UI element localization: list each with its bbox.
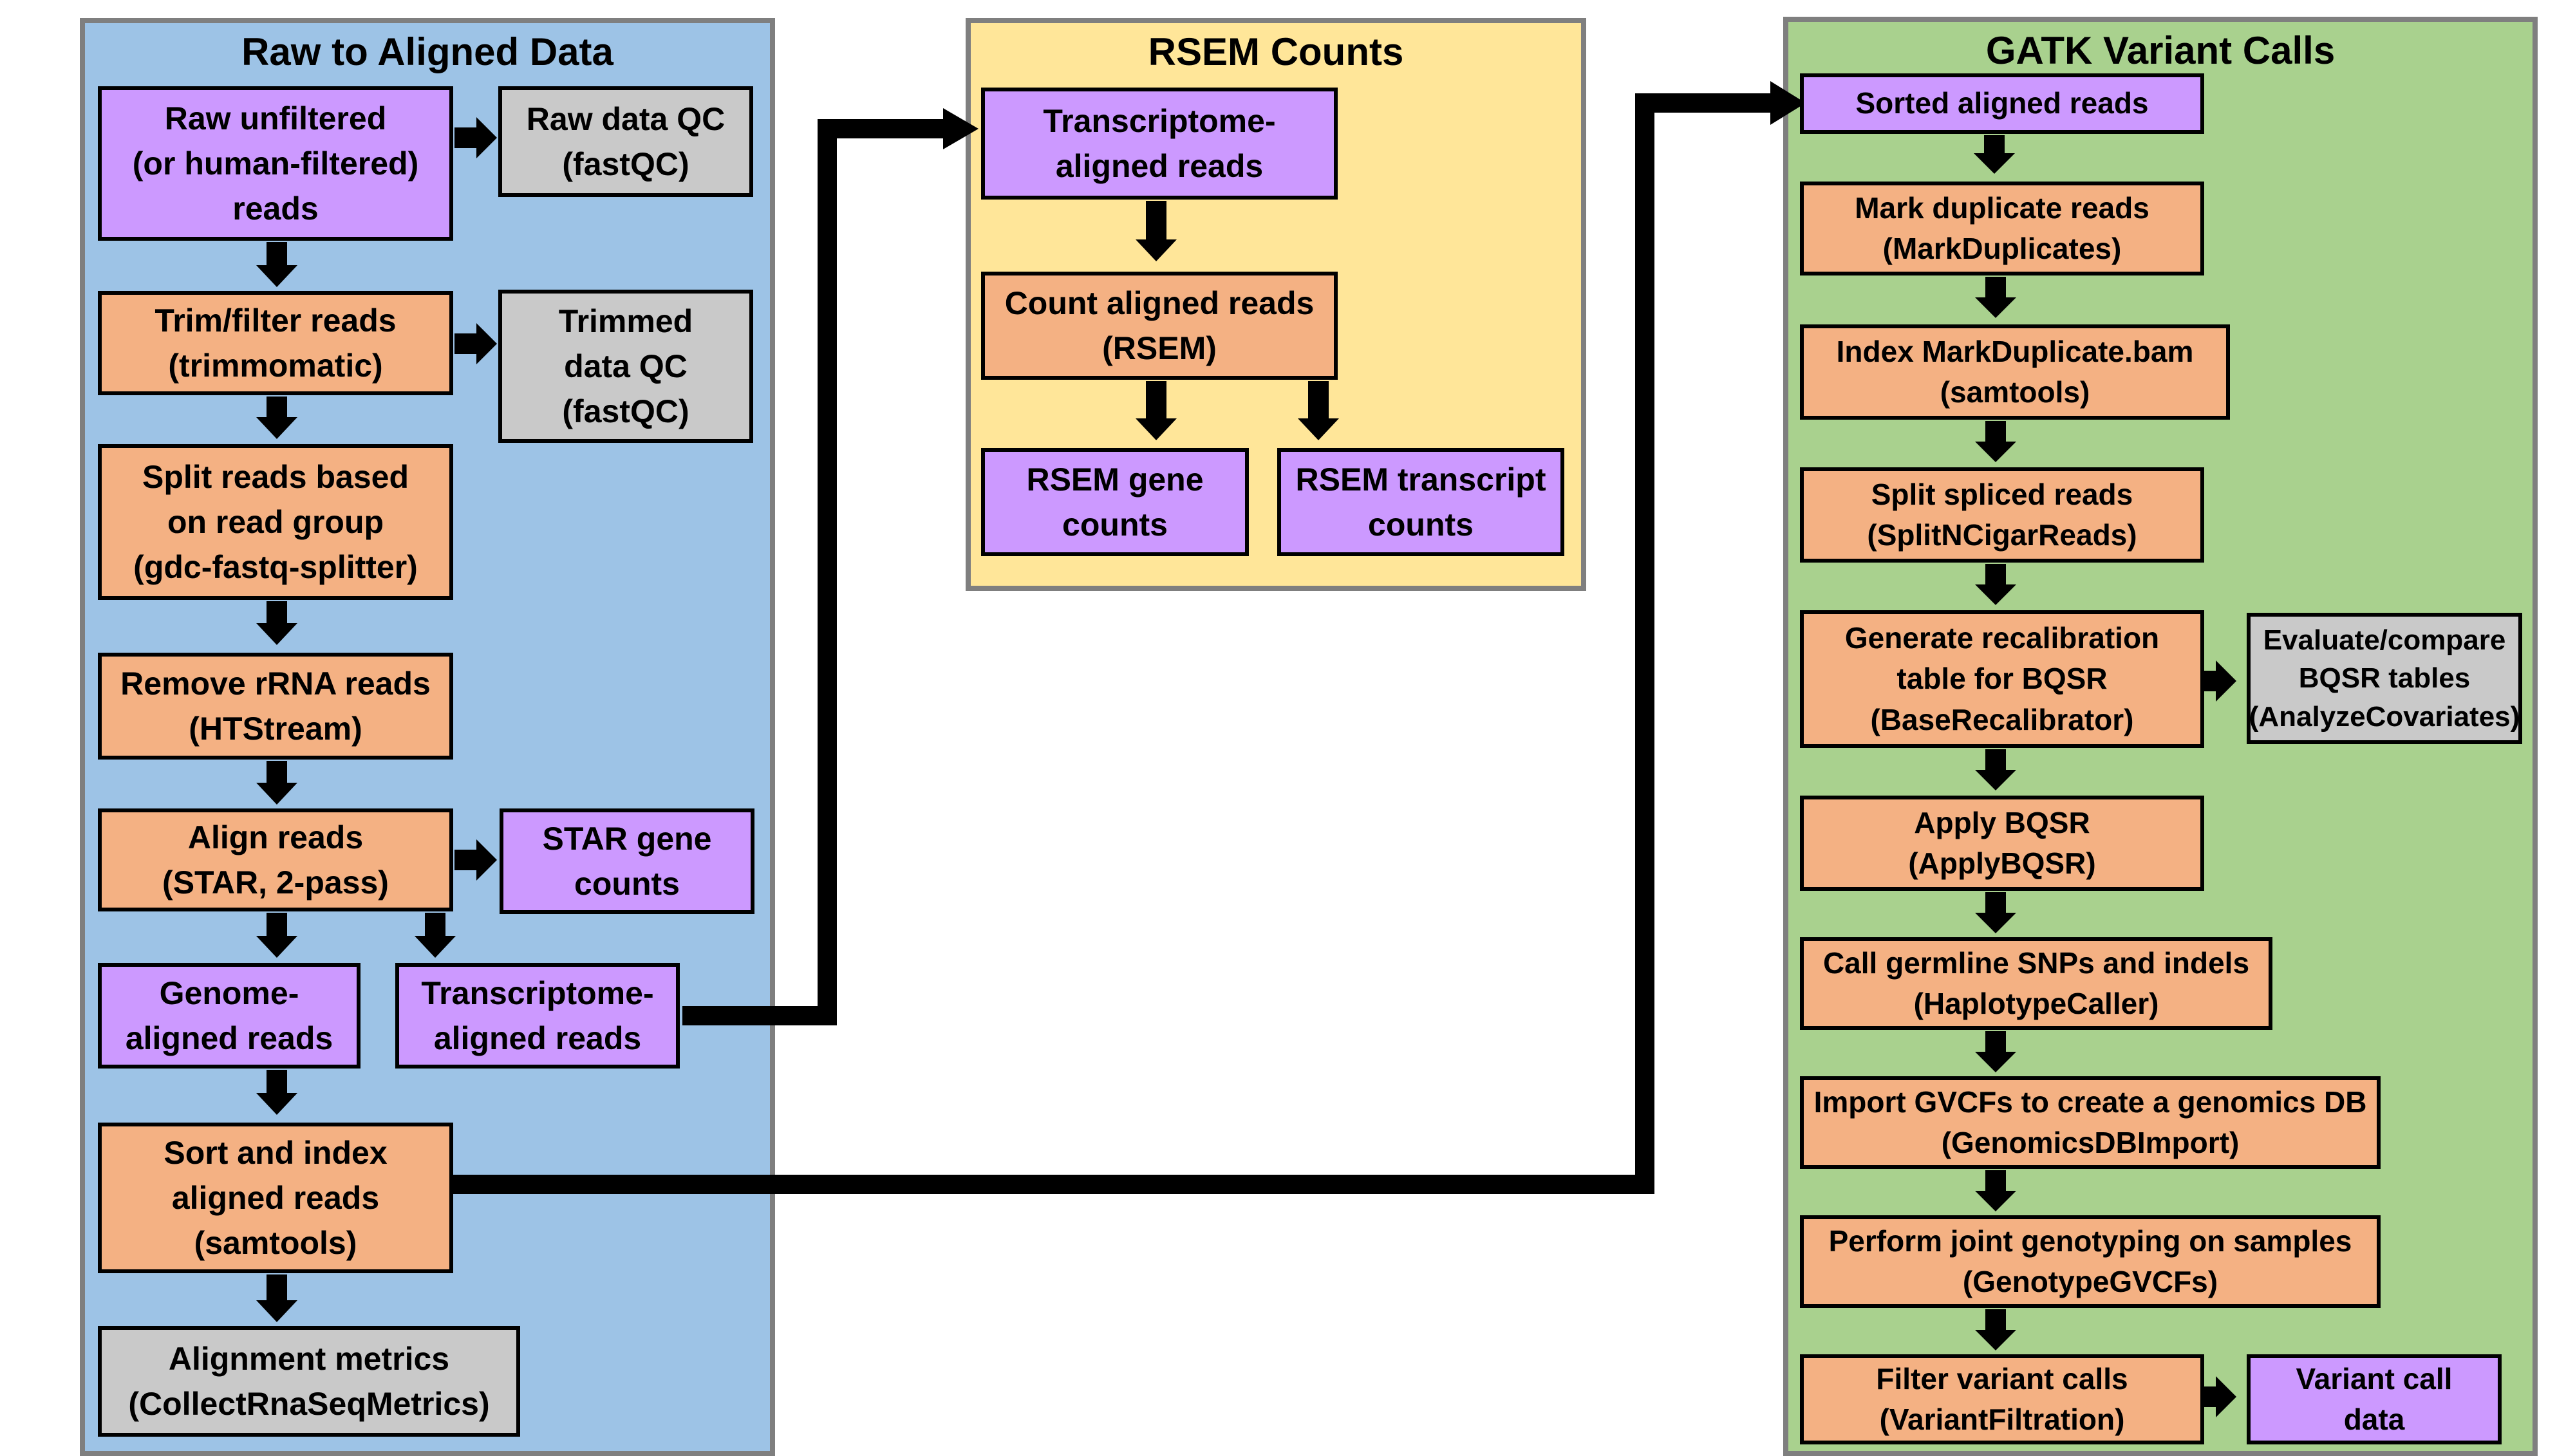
variant-call-data-box: Variant call data xyxy=(2247,1354,2502,1444)
sorted-aligned-reads-box: Sorted aligned reads xyxy=(1800,73,2204,134)
alignment-metrics-box: Alignment metrics (CollectRnaSeqMetrics) xyxy=(98,1326,520,1437)
index-markduplicate-box: Index MarkDuplicate.bam (samtools) xyxy=(1800,324,2230,420)
panel-title-rsem: RSEM Counts xyxy=(1148,30,1404,73)
rsem-gene-counts-box: RSEM gene counts xyxy=(981,448,1249,556)
generate-recalibration-box: Generate recalibration table for BQSR (B… xyxy=(1800,610,2204,748)
rsem-transcriptome-aligned-box: Transcriptome- aligned reads xyxy=(981,88,1338,200)
trimmed-qc-box: Trimmed data QC (fastQC) xyxy=(498,290,753,443)
panel-title-raw: Raw to Aligned Data xyxy=(241,30,613,73)
transcriptome-aligned-reads-box: Transcriptome- aligned reads xyxy=(395,963,680,1069)
genotype-gvcfs-box: Perform joint genotyping on samples (Gen… xyxy=(1800,1215,2381,1308)
remove-rrna-box: Remove rRNA reads (HTStream) xyxy=(98,653,453,760)
raw-qc-box: Raw data QC (fastQC) xyxy=(498,86,753,197)
panel-title-gatk: GATK Variant Calls xyxy=(1985,29,2336,72)
genomicsdb-import-box: Import GVCFs to create a genomics DB (Ge… xyxy=(1800,1076,2381,1169)
rsem-transcript-counts-box: RSEM transcript counts xyxy=(1277,448,1564,556)
split-spliced-reads-box: Split spliced reads (SplitNCigarReads) xyxy=(1800,467,2204,563)
rsem-count-box: Count aligned reads (RSEM) xyxy=(981,272,1338,380)
raw-reads-box: Raw unfiltered (or human-filtered) reads xyxy=(98,86,453,241)
flow-arrows xyxy=(256,117,2236,1417)
connector-transcriptome-to-rsem xyxy=(682,108,979,1025)
mark-duplicates-box: Mark duplicate reads (MarkDuplicates) xyxy=(1800,182,2204,275)
connector-sorted-to-gatk xyxy=(451,81,1806,1194)
evaluate-bqsr-box: Evaluate/compare BQSR tables (AnalyzeCov… xyxy=(2247,613,2522,744)
variant-filtration-box: Filter variant calls (VariantFiltration) xyxy=(1800,1354,2204,1444)
genome-aligned-reads-box: Genome- aligned reads xyxy=(98,963,360,1069)
align-reads-box: Align reads (STAR, 2-pass) xyxy=(98,808,453,911)
haplotype-caller-box: Call germline SNPs and indels (Haplotype… xyxy=(1800,937,2272,1030)
trim-filter-box: Trim/filter reads (trimmomatic) xyxy=(98,291,453,395)
star-gene-counts-box: STAR gene counts xyxy=(500,808,754,914)
apply-bqsr-box: Apply BQSR (ApplyBQSR) xyxy=(1800,796,2204,891)
sort-index-box: Sort and index aligned reads (samtools) xyxy=(98,1123,453,1273)
split-reads-box: Split reads based on read group (gdc-fas… xyxy=(98,444,453,600)
